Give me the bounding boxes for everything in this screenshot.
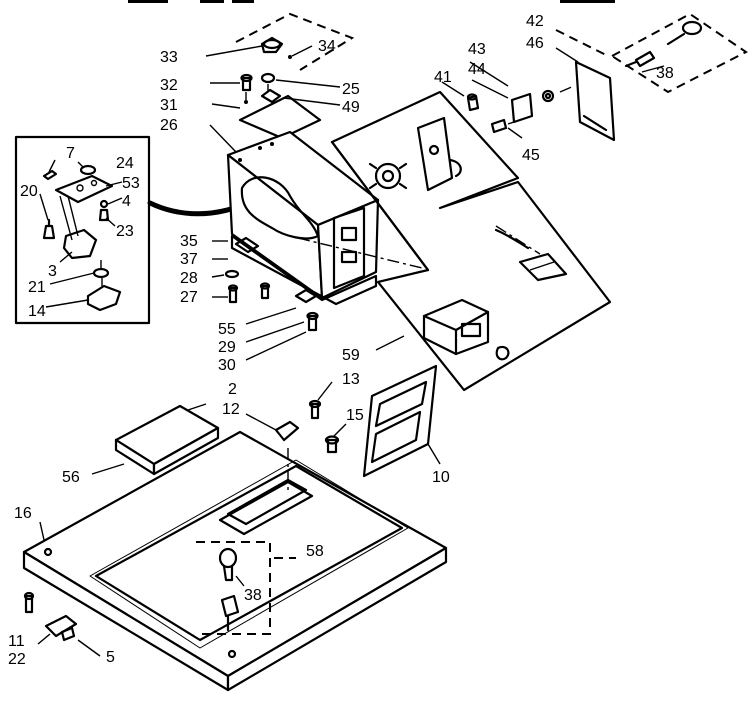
callout-33: 33 bbox=[160, 49, 178, 66]
callout-27: 27 bbox=[180, 289, 198, 306]
callout-41: 41 bbox=[434, 69, 452, 86]
callout-56: 56 bbox=[62, 469, 80, 486]
callout-11: 11 bbox=[8, 633, 25, 650]
callout-5: 5 bbox=[106, 649, 115, 666]
callout-46: 46 bbox=[526, 35, 544, 52]
callout-22: 22 bbox=[8, 651, 26, 668]
callout-32: 32 bbox=[160, 77, 178, 94]
callout-28: 28 bbox=[180, 270, 198, 287]
callout-15: 15 bbox=[346, 407, 364, 424]
callout-37: 37 bbox=[180, 251, 198, 268]
callout-21: 21 bbox=[28, 279, 46, 296]
callout-24: 24 bbox=[116, 155, 134, 172]
callout-49: 49 bbox=[342, 99, 360, 116]
callout-55: 55 bbox=[218, 321, 236, 338]
callout-58: 58 bbox=[306, 543, 324, 560]
callout-2: 2 bbox=[228, 381, 237, 398]
callout-23: 23 bbox=[116, 223, 134, 240]
callout-12: 12 bbox=[222, 401, 240, 418]
control-panel-outline bbox=[297, 90, 612, 392]
callout-42: 42 bbox=[526, 13, 544, 30]
knob-detail-dashed bbox=[235, 12, 355, 71]
callout-13: 13 bbox=[342, 371, 360, 388]
top-bracket-plate bbox=[205, 45, 341, 153]
callout-16: 16 bbox=[14, 505, 32, 522]
lid-panel bbox=[91, 403, 220, 476]
door-strike-detail bbox=[196, 541, 296, 635]
mounting-hardware-left bbox=[211, 240, 319, 361]
access-panel bbox=[362, 364, 441, 478]
callout-26: 26 bbox=[160, 117, 178, 134]
callout-20: 20 bbox=[20, 183, 38, 200]
callout-3: 3 bbox=[48, 263, 57, 280]
callout-labels: 33 34 32 25 31 49 26 7 24 20 53 4 23 3 2… bbox=[8, 13, 674, 668]
callout-29: 29 bbox=[218, 339, 236, 356]
callout-7: 7 bbox=[66, 145, 75, 162]
callout-4: 4 bbox=[122, 193, 131, 210]
callout-38-lower: 38 bbox=[244, 587, 262, 604]
callout-10: 10 bbox=[432, 469, 450, 486]
callout-43: 43 bbox=[468, 41, 486, 58]
callout-34: 34 bbox=[318, 38, 336, 55]
cropped-header-marks bbox=[128, 0, 615, 3]
callout-44: 44 bbox=[468, 61, 486, 78]
callout-30: 30 bbox=[218, 357, 236, 374]
callout-38-upper: 38 bbox=[656, 65, 674, 82]
small-fasteners-center bbox=[245, 381, 347, 454]
latch-hardware bbox=[441, 47, 616, 142]
callout-25: 25 bbox=[342, 81, 360, 98]
callout-35: 35 bbox=[180, 233, 198, 250]
callout-45: 45 bbox=[522, 147, 540, 164]
callout-31: 31 bbox=[160, 97, 178, 114]
callout-14: 14 bbox=[28, 303, 46, 320]
hinge-hardware bbox=[23, 591, 101, 657]
callout-53: 53 bbox=[122, 175, 140, 192]
callout-59: 59 bbox=[342, 347, 360, 364]
switch-inset-box bbox=[14, 135, 151, 325]
main-housing bbox=[226, 130, 380, 306]
wire-hook bbox=[494, 228, 530, 250]
door-lock-detail-dashed bbox=[555, 12, 748, 94]
